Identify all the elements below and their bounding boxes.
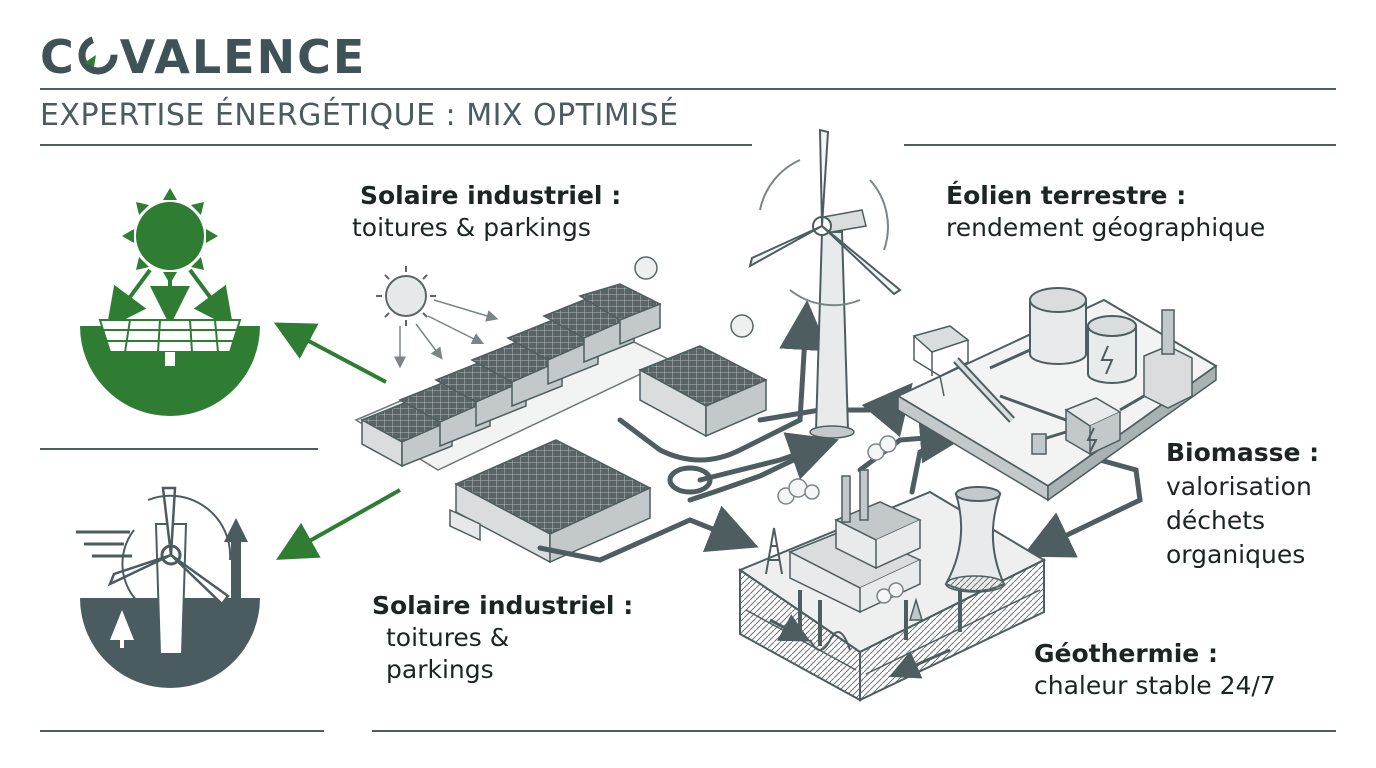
brand-name-suffix: VALENCE	[119, 30, 367, 84]
brand-name-prefix: C	[40, 30, 76, 84]
label-wind-title: Éolien terrestre :	[946, 181, 1187, 210]
divider-header-top	[40, 88, 1336, 90]
wind-turbine-icon	[76, 486, 260, 688]
label-solar-bottom-title: Solaire industriel :	[372, 591, 634, 620]
label-biomass-line-3: organiques	[1166, 540, 1306, 569]
divider-footer-right	[372, 730, 1336, 732]
label-solar-bottom: Solaire industriel : toitures & parkings	[372, 590, 633, 686]
label-biomass-title: Biomasse :	[1166, 438, 1320, 467]
divider-footer-left	[40, 730, 324, 732]
label-biomass-line-2: déchets	[1166, 506, 1266, 535]
label-solar-top-line-1: toitures & parkings	[352, 213, 591, 242]
label-solar-bottom-line-2: parkings	[386, 655, 494, 684]
label-wind-line-1: rendement géographique	[946, 213, 1266, 242]
label-geothermal-line-1: chaleur stable 24/7	[1034, 671, 1276, 700]
divider-header-left	[40, 144, 752, 146]
page-subtitle: EXPERTISE ÉNERGÉTIQUE : MIX OPTIMISÉ	[40, 98, 679, 133]
label-biomass-line-1: valorisation	[1166, 472, 1312, 501]
label-biomass: Biomasse : valorisation déchets organiqu…	[1166, 436, 1319, 572]
solar-panel-sun-icon	[80, 188, 260, 416]
label-solar-bottom-line-1: toitures &	[386, 623, 510, 652]
label-solar-top: Solaire industriel : toitures & parkings	[352, 180, 621, 244]
label-geothermal-title: Géothermie :	[1034, 639, 1218, 668]
wind-turbine-main-icon	[748, 128, 902, 439]
label-wind: Éolien terrestre : rendement géographiqu…	[946, 180, 1265, 244]
label-geothermal: Géothermie : chaleur stable 24/7	[1034, 638, 1276, 702]
factory-icon	[737, 435, 1047, 702]
divider-left-mid	[40, 448, 318, 450]
brand-logo: C VALENCE	[40, 30, 366, 84]
biomass-plant-icon	[895, 287, 1218, 502]
divider-header-right	[904, 144, 1336, 146]
label-solar-top-title: Solaire industriel :	[360, 181, 622, 210]
warehouse-icon	[354, 256, 768, 564]
cooling-tower-icon	[944, 486, 1006, 593]
logo-o-icon	[78, 35, 118, 75]
